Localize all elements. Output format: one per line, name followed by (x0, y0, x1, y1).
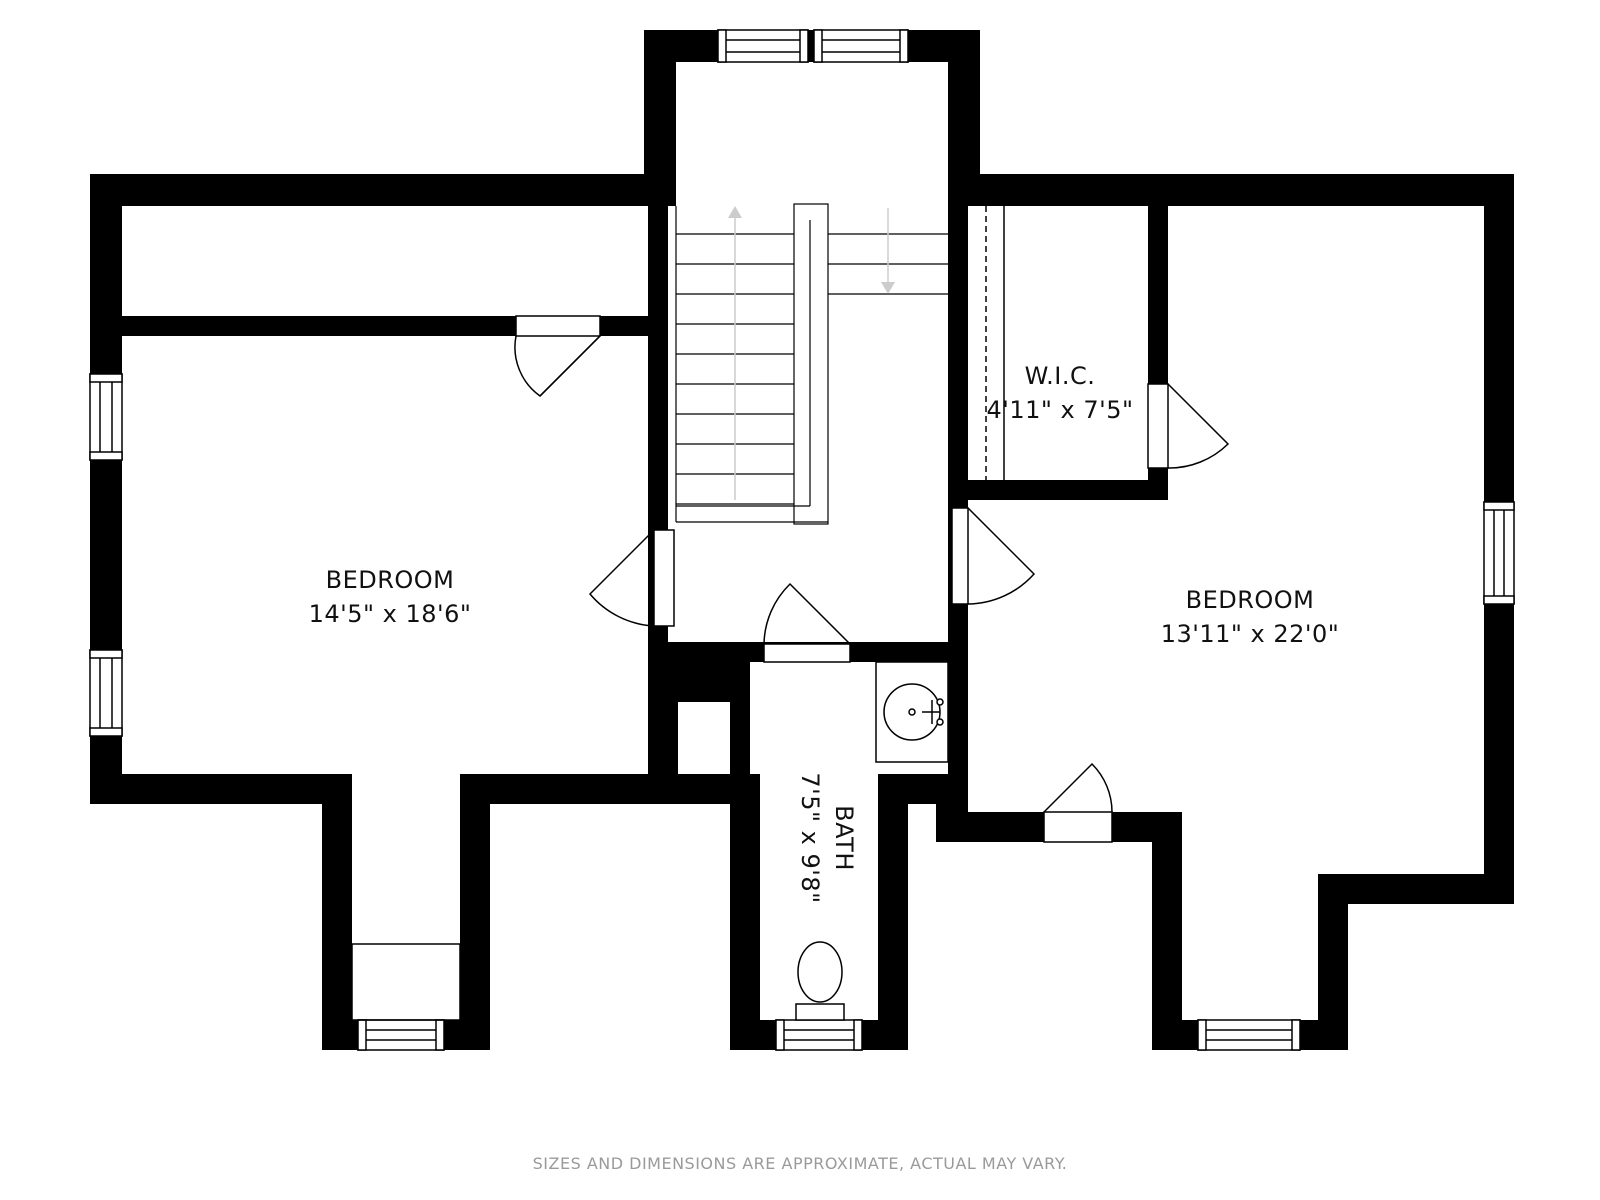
windows (89, 29, 1515, 1051)
wall-bumpout-bottom-b (444, 1020, 490, 1050)
wall-right-inner-vert (1152, 812, 1182, 1050)
bath-dims: 7'5" x 9'8" (796, 772, 824, 903)
sink (875, 661, 949, 763)
wall-right-inner-top-b (1112, 812, 1182, 842)
door-left-bedroom (588, 529, 675, 627)
window-left-lower (89, 649, 123, 737)
wic-name: W.I.C. (1025, 362, 1096, 390)
wall-right-bottom-b (1300, 1020, 1348, 1050)
door-right-bedroom (951, 507, 1036, 605)
bedroom-right-dims: 13'11" x 22'0" (1161, 620, 1340, 648)
bedroom-left-dims: 14'5" x 18'6" (309, 600, 472, 628)
door-closet-left (514, 315, 601, 397)
wall-left-bottom-b (460, 774, 756, 804)
window-tower-right (813, 29, 909, 63)
wall-wic-bottom (958, 480, 1168, 500)
bedroom-left-name: BEDROOM (326, 566, 455, 594)
wic-dims: 4'11" x 7'5" (986, 396, 1133, 424)
wall-bumpout-bottom-a (322, 1020, 358, 1050)
window-right (1483, 501, 1515, 605)
door-wic (1147, 383, 1230, 469)
window-left-upper (89, 373, 123, 461)
window-tower-left (717, 29, 809, 63)
toilet (795, 941, 845, 1021)
window-bumpout-left (357, 1019, 445, 1051)
wall-tower-top-mid (808, 30, 814, 62)
walls (90, 30, 1514, 1050)
bedroom-right-name: BEDROOM (1186, 586, 1315, 614)
staircase (675, 203, 948, 525)
wall-bath-bottom-b (862, 1020, 908, 1050)
wall-bath-right-top (878, 774, 948, 804)
wall-tower-top-a (644, 30, 718, 62)
wall-bath-right (878, 774, 908, 1050)
wall-bath-left (730, 662, 750, 774)
window-right-bedroom-bottom (1197, 1019, 1301, 1051)
stair-up-arrowhead (728, 206, 742, 218)
wall-tower-top-b (908, 30, 980, 62)
wall-right-step-top (1318, 874, 1514, 904)
wall-bumpout-left (322, 774, 352, 1050)
stair-down-arrowhead (881, 282, 895, 294)
wall-left-bottom-a (90, 774, 352, 804)
bath-name: BATH (830, 805, 858, 871)
door-bath (763, 582, 851, 663)
wall-small-closet-left (658, 702, 678, 804)
wall-top-left (90, 174, 658, 206)
bumpout-seat (351, 943, 461, 1021)
disclaimer-text: SIZES AND DIMENSIONS ARE APPROXIMATE, AC… (532, 1154, 1068, 1173)
wall-top-right (948, 174, 1514, 206)
doors (514, 315, 1230, 843)
wall-bumpout-right (460, 774, 490, 1050)
bath-fixtures (795, 661, 949, 1021)
wall-bath-bottom-a (730, 1020, 776, 1050)
room-labels: BEDROOM 14'5" x 18'6" BEDROOM 13'11" x 2… (309, 362, 1340, 904)
wic-shelf (985, 206, 1005, 480)
window-bath (775, 1019, 863, 1051)
door-right-lower (1043, 762, 1113, 843)
wall-bath-left-lower (730, 774, 760, 1050)
